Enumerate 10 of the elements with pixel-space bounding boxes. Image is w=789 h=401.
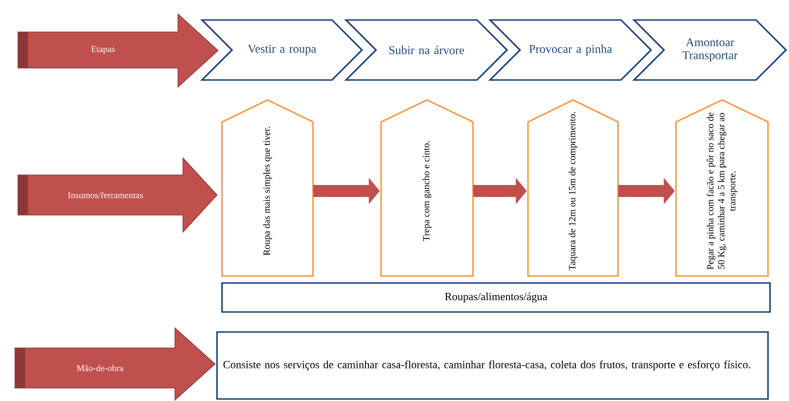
- pentagon-box: Trepa com gancho e cinto.: [380, 99, 474, 277]
- chevron-step: Subir na árvore: [344, 19, 508, 81]
- chevron-step: Provocar a pinha: [488, 19, 652, 81]
- resource-bar: Roupas/alimentos/água: [221, 282, 771, 313]
- text-box: Consiste nos serviços de caminhar casa-floresta, caminhar floresta-casa, coleta dos frutos, transporte e esforço físico.: [216, 331, 769, 400]
- pentagon-box: Roupa das mais simples que tiver.: [221, 99, 314, 277]
- chevron-step: Vestir a roupa: [200, 19, 364, 81]
- chevron-step: Amontoar Transportar: [632, 19, 788, 81]
- pentagon-box: Pegar a pinha com facão e pôr no saco de 50 Kg, caminhar 4 a 5 km para chegar ao transporte.: [675, 99, 769, 277]
- pentagon-box: Taquara de 12m ou 15m de comprimento.: [527, 99, 619, 277]
